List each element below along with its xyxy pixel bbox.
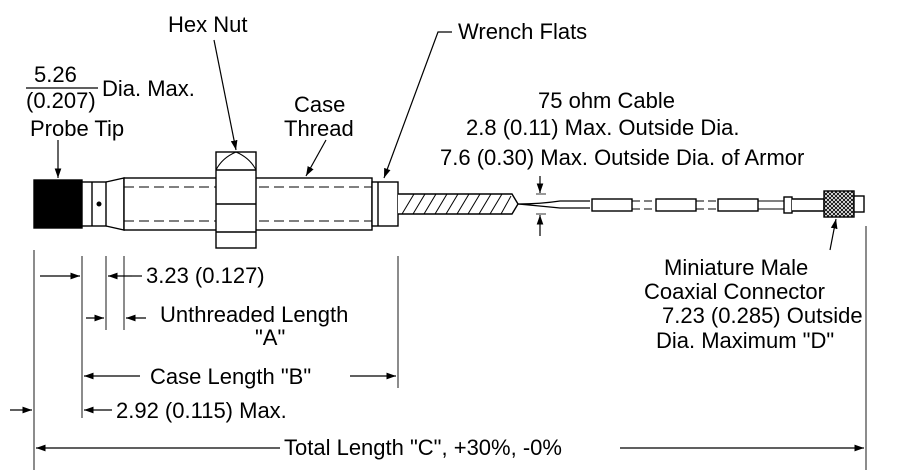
connector-label-1: Miniature Male	[664, 255, 809, 280]
connector-knurl	[823, 190, 855, 218]
cable	[517, 200, 590, 205]
unthreaded-length-a: "A"	[255, 325, 286, 350]
case-thread-label-1: Case	[294, 92, 346, 117]
cable-sleeve-2	[655, 198, 697, 212]
probe-dia-in: (0.207)	[26, 88, 96, 113]
probe-tip-shape	[33, 179, 83, 229]
unthreaded-length-label: Unthreaded Length	[160, 302, 349, 327]
cable-sleeve-1	[591, 198, 633, 212]
dim-2-92-label: 2.92 (0.115) Max.	[116, 398, 287, 423]
wrench-flats-shape	[371, 181, 399, 227]
cable-sleeve-3	[717, 198, 759, 212]
probe-dia-mm: 5.26	[34, 62, 77, 87]
dim-3-23-label: 3.23 (0.127)	[146, 263, 265, 288]
case-length-label: Case Length "B"	[150, 364, 312, 389]
probe-taper	[105, 177, 125, 231]
cable-label-3: 7.6 (0.30) Max. Outside Dia. of Armor	[440, 145, 805, 170]
cable-label-1: 75 ohm Cable	[538, 88, 675, 113]
connector-label-2: Coaxial Connector	[644, 279, 825, 304]
connector-collar	[783, 196, 793, 214]
probe-neck	[81, 181, 107, 227]
connector-label-4: Dia. Maximum "D"	[656, 328, 835, 353]
connector-label-3: 7.23 (0.285) Outside	[662, 303, 863, 328]
hex-nut-label: Hex Nut	[168, 12, 248, 37]
wrench-flats-label: Wrench Flats	[458, 19, 588, 44]
probe-tip-label: Probe Tip	[30, 116, 125, 141]
total-length-label: Total Length "C", +30%, -0%	[284, 435, 562, 460]
probe-dia-suffix: Dia. Max.	[102, 76, 195, 101]
cable-label-2: 2.8 (0.11) Max. Outside Dia.	[466, 115, 740, 140]
hex-nut-shape	[215, 151, 257, 249]
case-thread-label-2: Thread	[284, 116, 354, 141]
